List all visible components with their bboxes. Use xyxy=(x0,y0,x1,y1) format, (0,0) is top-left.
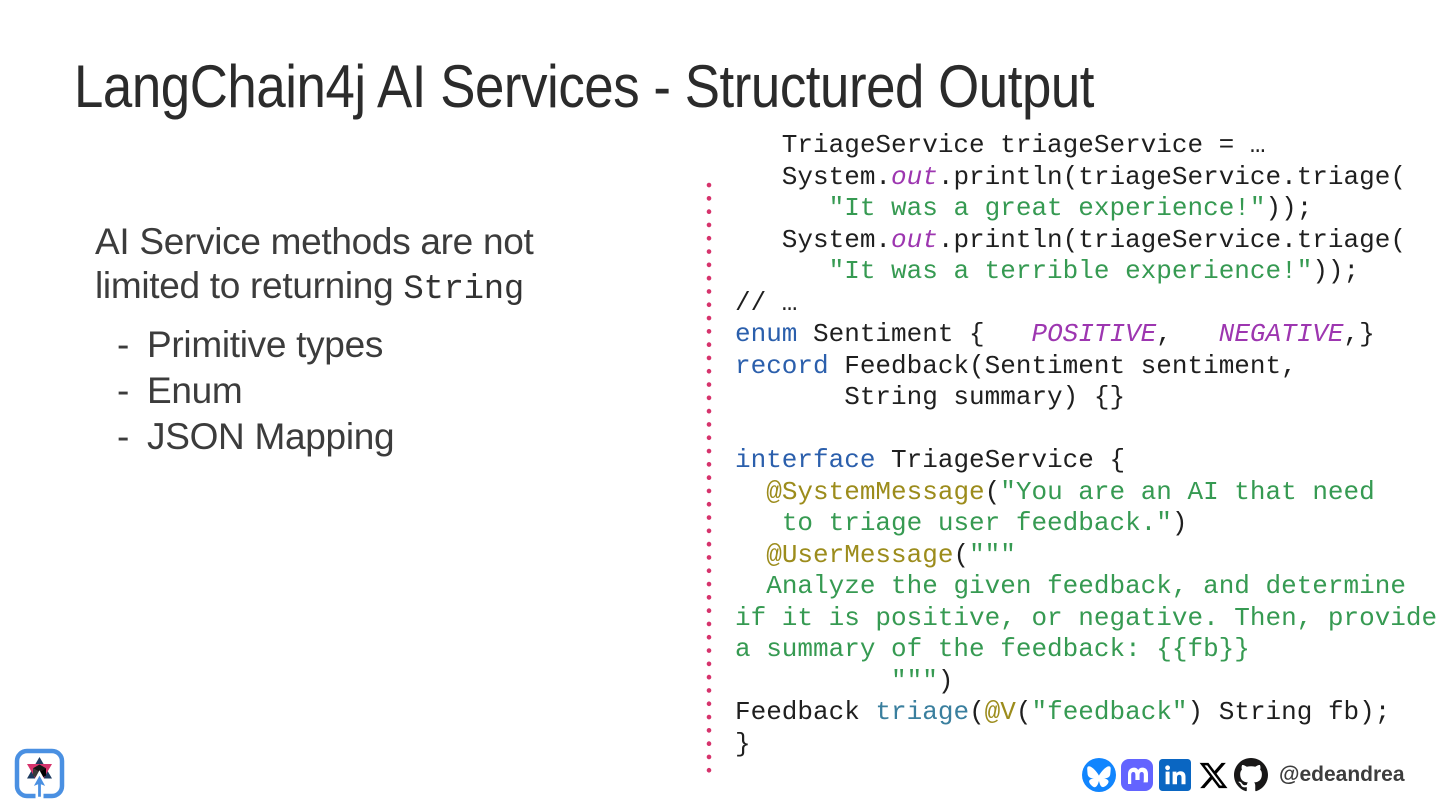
code-token-k: interface xyxy=(735,445,876,475)
code-token-p xyxy=(735,256,829,286)
x-icon[interactable] xyxy=(1196,758,1230,792)
code-line: "It was a great experience!")); xyxy=(735,193,1437,225)
code-token-p: )); xyxy=(1312,256,1360,286)
code-token-p: ( xyxy=(1015,697,1032,727)
code-line: // … xyxy=(735,288,1437,320)
code-token-s: Analyze the given feedback, and determin… xyxy=(766,571,1406,601)
dotted-divider-line xyxy=(706,182,712,782)
code-token-p: TriageService { xyxy=(875,445,1126,475)
code-block: TriageService triageService = … System.o… xyxy=(735,130,1437,760)
code-token-p xyxy=(735,508,782,538)
code-token-s: "It was a great experience!" xyxy=(828,193,1266,223)
dash-bullet: - xyxy=(117,416,130,457)
linkedin-icon[interactable] xyxy=(1158,758,1192,792)
code-token-s: a summary of the feedback: {{fb}} xyxy=(735,634,1250,664)
code-token-p: ( xyxy=(953,539,970,570)
intro-paragraph: AI Service methods are not limited to re… xyxy=(95,220,695,460)
github-icon[interactable] xyxy=(1234,758,1268,792)
dash-bullet: - xyxy=(117,370,130,411)
code-token-v: out xyxy=(891,224,938,255)
code-token-s: "You are an AI that need xyxy=(1000,476,1375,507)
conference-logo xyxy=(14,748,66,802)
code-token-p: } xyxy=(735,728,751,759)
dotted-divider xyxy=(704,182,714,787)
code-line: @UserMessage(""" xyxy=(735,540,1437,572)
code-token-p: .println(triageService.triage( xyxy=(937,161,1406,192)
code-token-p: , xyxy=(1156,319,1219,349)
code-token-v: NEGATIVE xyxy=(1218,319,1344,349)
code-line: a summary of the feedback: {{fb}} xyxy=(735,634,1437,666)
code-line xyxy=(735,414,1437,446)
code-token-s: "It was a terrible experience!" xyxy=(828,256,1313,286)
code-token-s: """ xyxy=(891,665,938,696)
code-line: System.out.println(triageService.triage( xyxy=(735,162,1437,194)
intro-line2: limited to returning String xyxy=(95,265,524,309)
list-item-label: Primitive types xyxy=(147,324,384,365)
code-token-a: @UserMessage xyxy=(766,539,954,570)
code-token-s: """ xyxy=(969,539,1016,570)
code-token-p: ( xyxy=(984,476,1001,507)
code-token-p xyxy=(735,666,891,696)
code-token-p: System. xyxy=(735,224,892,255)
code-token-s: "feedback" xyxy=(1031,697,1188,727)
code-token-p: ,} xyxy=(1343,319,1375,349)
code-line: String summary) {} xyxy=(735,382,1437,414)
code-line: interface TriageService { xyxy=(735,445,1437,477)
code-token-v: POSITIVE xyxy=(1031,319,1157,349)
bullet-list: - Primitive types - Enum - JSON Mapping xyxy=(95,322,695,460)
code-token-a: @V xyxy=(984,697,1016,727)
code-token-p: ) String fb); xyxy=(1187,697,1391,727)
code-token-s: to triage user feedback." xyxy=(781,508,1172,538)
code-token-k: record xyxy=(735,350,829,381)
code-token-p: .println(triageService.triage( xyxy=(937,224,1406,255)
code-token-p: // … xyxy=(735,287,798,318)
code-line: Feedback triage(@V("feedback") String fb… xyxy=(735,697,1437,729)
social-row: @edeandrea xyxy=(1082,757,1405,793)
mastodon-icon[interactable] xyxy=(1120,758,1154,792)
dash-bullet: - xyxy=(117,324,130,365)
code-token-p: ) xyxy=(937,665,954,696)
bluesky-icon[interactable] xyxy=(1082,758,1116,792)
list-item-label: Enum xyxy=(147,370,243,411)
intro-line1: AI Service methods are not xyxy=(95,221,534,262)
social-handle: @edeandrea xyxy=(1279,763,1405,786)
code-token-v: out xyxy=(891,161,938,192)
list-item: - Enum xyxy=(95,368,695,414)
code-token-p: TriageService triageService = … xyxy=(735,130,1266,160)
code-line: @SystemMessage("You are an AI that need xyxy=(735,477,1437,509)
code-token-p: Feedback xyxy=(735,697,876,727)
conference-logo-icon xyxy=(14,748,65,800)
code-line: System.out.println(triageService.triage( xyxy=(735,225,1437,257)
list-item: - JSON Mapping xyxy=(95,414,695,460)
code-token-p xyxy=(735,477,766,507)
code-line: enum Sentiment { POSITIVE, NEGATIVE,} xyxy=(735,319,1437,351)
code-token-p: System. xyxy=(735,161,892,192)
code-token-p xyxy=(735,571,766,601)
code-line: if it is positive, or negative. Then, pr… xyxy=(735,603,1437,635)
list-item: - Primitive types xyxy=(95,322,695,368)
code-line: } xyxy=(735,729,1437,761)
code-token-p: Feedback(Sentiment sentiment, xyxy=(828,350,1297,381)
code-token-p xyxy=(735,540,766,570)
code-line: TriageService triageService = … xyxy=(735,130,1437,162)
code-token-a: @SystemMessage xyxy=(766,476,985,507)
code-token-p: Sentiment { xyxy=(797,319,1032,349)
code-token-p: ( xyxy=(969,697,985,727)
page-title: LangChain4j AI Services - Structured Out… xyxy=(74,53,1095,120)
inline-code-string: String xyxy=(403,271,524,309)
list-item-label: JSON Mapping xyxy=(147,416,395,457)
code-line: """) xyxy=(735,666,1437,698)
code-token-s: if it is positive, or negative. Then, pr… xyxy=(735,602,1438,633)
code-line: Analyze the given feedback, and determin… xyxy=(735,571,1437,603)
code-token-p: )); xyxy=(1265,193,1313,223)
code-line: "It was a terrible experience!")); xyxy=(735,256,1437,288)
code-token-p: String summary) {} xyxy=(735,382,1126,412)
code-token-p: ) xyxy=(1171,508,1188,538)
code-token-k: enum xyxy=(735,319,798,349)
code-token-p xyxy=(735,193,829,223)
code-line: to triage user feedback.") xyxy=(735,508,1437,540)
code-line: record Feedback(Sentiment sentiment, xyxy=(735,351,1437,383)
code-token-m: triage xyxy=(875,697,970,727)
